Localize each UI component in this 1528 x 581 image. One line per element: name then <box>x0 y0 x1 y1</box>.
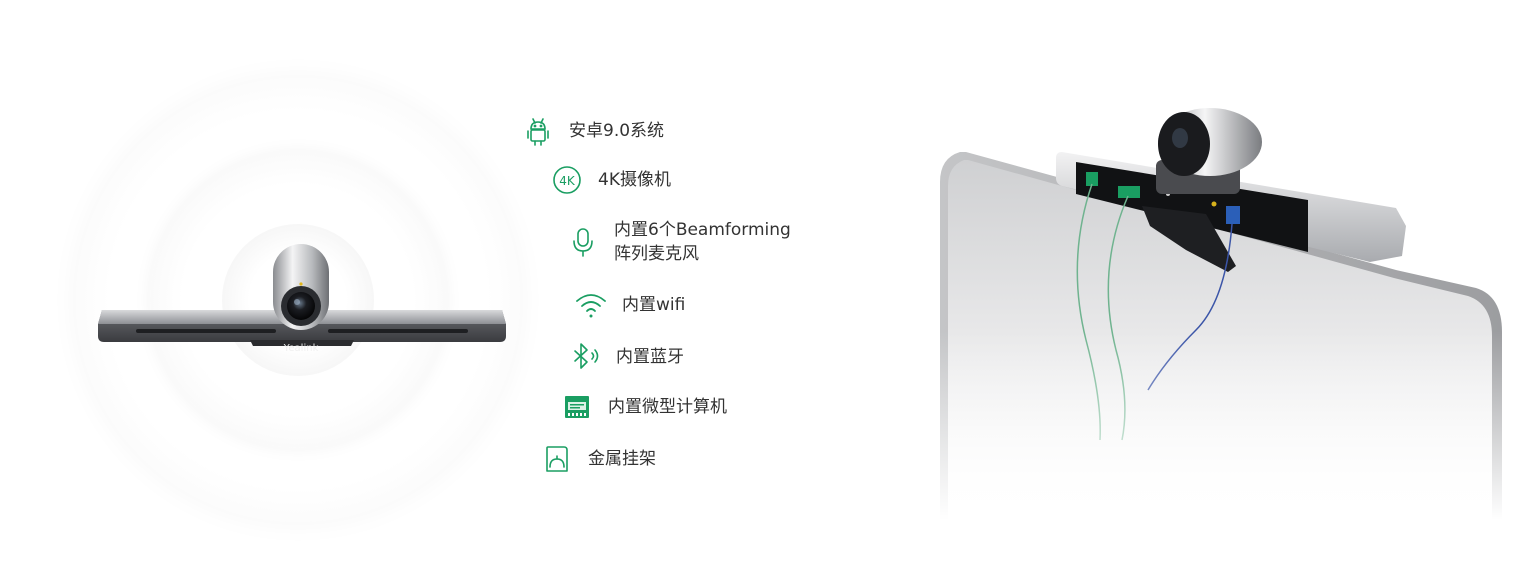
feature-microphone-array: 内置6个Beamforming 阵列麦克风 <box>566 218 791 266</box>
feature-label: 内置微型计算机 <box>608 397 727 417</box>
microphone-icon <box>566 225 600 259</box>
feature-label: 内置wifi <box>622 295 686 315</box>
feature-label: 金属挂架 <box>588 449 656 469</box>
feature-android: 安卓9.0系统 <box>521 114 664 148</box>
4k-icon: 4K <box>550 163 584 197</box>
feature-label: 安卓9.0系统 <box>569 121 665 141</box>
feature-label-line2: 阵列麦克风 <box>614 244 699 264</box>
feature-label: 内置蓝牙 <box>616 347 684 367</box>
feature-wifi: 内置wifi <box>574 288 685 322</box>
metal-bracket-icon <box>540 442 574 476</box>
feature-label: 4K摄像机 <box>598 170 671 190</box>
4k-icon-text: 4K <box>559 174 576 188</box>
feature-label-multiline: 内置6个Beamforming 阵列麦克风 <box>614 218 791 266</box>
feature-mini-computer: 内置微型计算机 <box>560 390 727 424</box>
feature-bluetooth: 内置蓝牙 <box>568 340 684 374</box>
feature-label-line1: 内置6个Beamforming <box>614 220 791 240</box>
wifi-icon <box>574 288 608 322</box>
brand-label: Yealink <box>283 343 319 354</box>
feature-4k-camera: 4K 4K摄像机 <box>550 163 671 197</box>
android-icon <box>521 114 555 148</box>
camera-module <box>273 244 329 330</box>
bluetooth-icon <box>568 340 602 374</box>
feature-metal-bracket: 金属挂架 <box>540 442 656 476</box>
mini-computer-icon <box>560 390 594 424</box>
mounted-device-image <box>936 100 1508 520</box>
